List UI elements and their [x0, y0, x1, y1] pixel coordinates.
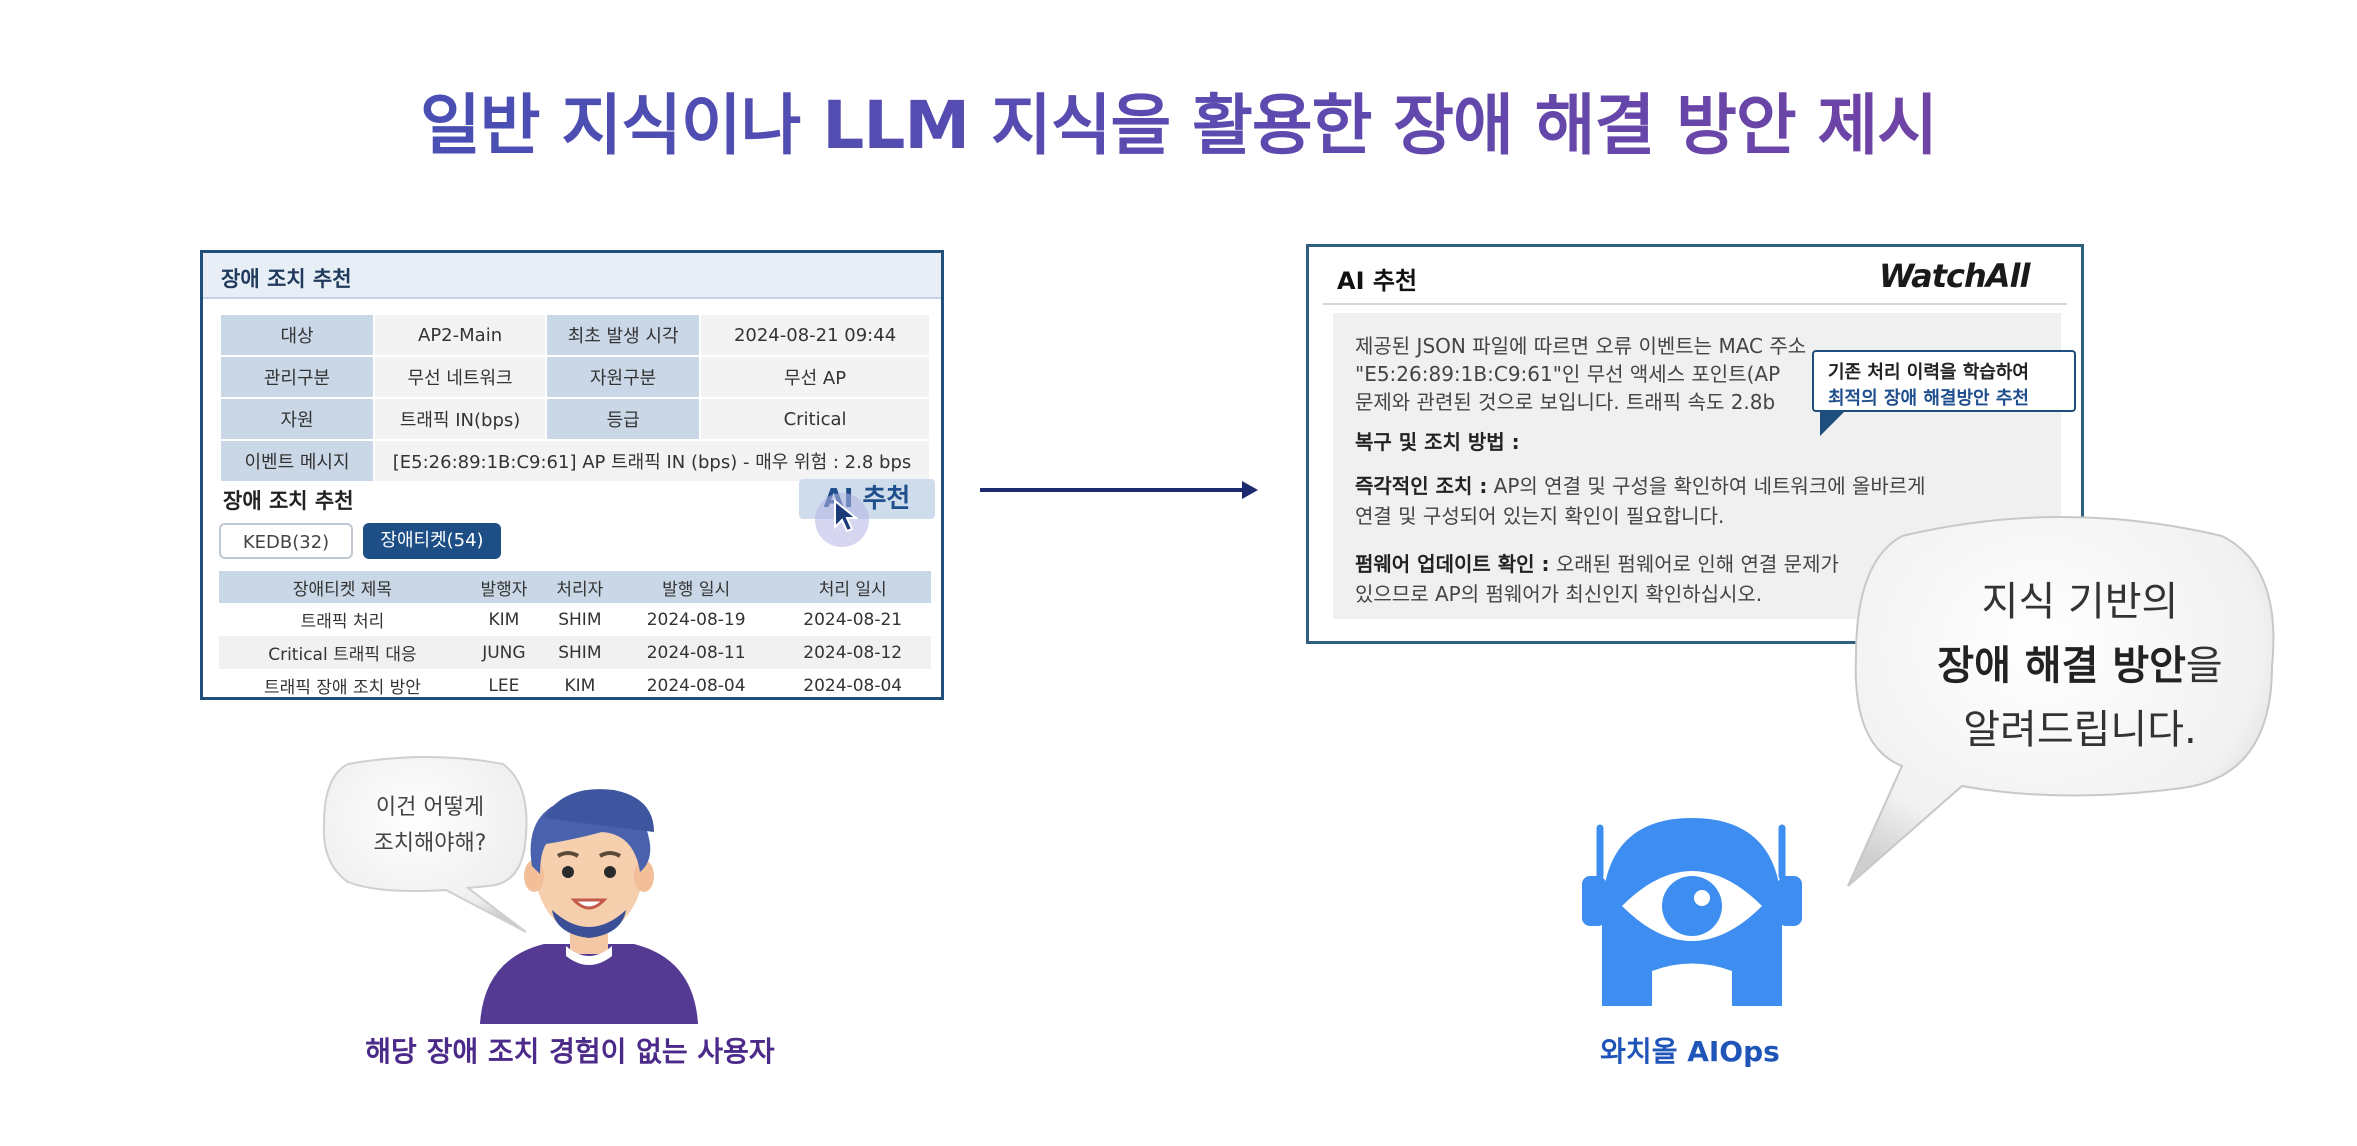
- ticket-handled-date: 2024-08-04: [803, 675, 903, 696]
- bubble-bold-text: 장애 해결 방안: [1937, 643, 2186, 689]
- tab-kedb[interactable]: KEDB(32): [219, 523, 353, 559]
- ticket-handler: SHIM: [541, 636, 618, 669]
- answer-line: 문제와 관련된 것으로 보입니다. 트래픽 속도 2.8b: [1355, 390, 1776, 414]
- bubble-line: 알려드립니다.: [1963, 707, 2197, 753]
- recovery-heading: 복구 및 조치 방법 :: [1355, 427, 1520, 457]
- column-header: 발행자: [465, 571, 542, 603]
- bubble-text: 을: [2185, 643, 2223, 689]
- user-avatar-icon: [480, 789, 698, 1024]
- info-value: 2024-08-21 09:44: [699, 313, 931, 357]
- panel-header: 장애 조치 추천: [203, 253, 941, 299]
- ticket-issued-date: 2024-08-11: [617, 636, 775, 669]
- info-label: 이벤트 메시지: [219, 439, 375, 483]
- ticket-handled-date: 2024-08-12: [774, 636, 931, 669]
- info-value: AP2-Main: [372, 313, 548, 357]
- column-header: 처리 일시: [774, 571, 931, 603]
- bubble-line: 장애 해결 방안을: [1900, 634, 2260, 698]
- table-row[interactable]: 트래픽 처리 KIM SHIM 2024-08-19 2024-08-21: [219, 603, 931, 636]
- immediate-action: 즉각적인 조치 : AP의 연결 및 구성을 확인하여 네트워크에 올바르게: [1355, 471, 1926, 501]
- ticket-title: Critical 트래픽 대응: [219, 636, 466, 669]
- table-row[interactable]: Critical 트래픽 대응 JUNG SHIM 2024-08-11 202…: [219, 636, 931, 669]
- firmware-text: 오래된 펌웨어로 인해 연결 문제가: [1549, 552, 1839, 576]
- answer-line: 제공된 JSON 파일에 따르면 오류 이벤트는 MAC 주소: [1355, 334, 1807, 358]
- info-label: 대상: [219, 313, 375, 357]
- panel-title: 장애 조치 추천: [221, 267, 352, 291]
- ticket-issuer: LEE: [488, 675, 520, 696]
- event-info-table: 대상 AP2-Main 최초 발생 시각 2024-08-21 09:44 관리…: [219, 313, 931, 483]
- tooltip-line: 최적의 장애 해결방안 추천: [1828, 388, 2029, 409]
- info-label: 관리구분: [219, 355, 375, 399]
- cursor-icon: [834, 499, 859, 533]
- watchall-logo: WatchAll: [1879, 257, 2030, 295]
- feature-tooltip: 기존 처리 이력을 학습하여 최적의 장애 해결방안 추천: [1812, 350, 2076, 412]
- answer-line: 연결 및 구성되어 있는지 확인이 필요합니다.: [1355, 504, 1725, 528]
- speech-bubble-icon: [1847, 516, 2275, 887]
- tooltip-line: 기존 처리 이력을 학습하여: [1828, 362, 2029, 383]
- incident-recommendation-panel: 장애 조치 추천 대상 AP2-Main 최초 발생 시각 2024-08-21…: [200, 250, 944, 700]
- section-heading: 장애 조치 추천: [223, 489, 354, 513]
- ai-bubble-message: 지식 기반의 장애 해결 방안을 알려드립니다.: [1900, 570, 2260, 762]
- ticket-table: 장애티켓 제목 발행자 처리자 발행 일시 처리 일시 트래픽 처리 KIM S…: [219, 571, 931, 702]
- ticket-issuer: KIM: [488, 609, 520, 630]
- ticket-issued-date: 2024-08-04: [646, 675, 746, 696]
- bubble-line: 이건 어떻게: [375, 795, 485, 820]
- tab-incident-ticket[interactable]: 장애티켓(54): [363, 523, 501, 559]
- table-row[interactable]: 트래픽 장애 조치 방안 LEE KIM 2024-08-04 2024-08-…: [219, 669, 931, 702]
- user-question: 이건 어떻게 조치해야해?: [340, 790, 520, 862]
- info-label: 자원: [219, 397, 375, 441]
- tooltip-pointer-icon: [1820, 410, 1846, 436]
- column-header: 발행 일시: [617, 571, 775, 603]
- immediate-label: 즉각적인 조치 :: [1355, 474, 1488, 498]
- ticket-issuer: JUNG: [465, 636, 542, 669]
- page-title: 일반 지식이나 LLM 지식을 활용한 장애 해결 방안 제시: [0, 72, 2357, 168]
- ticket-handler: SHIM: [558, 609, 602, 630]
- event-message-value: [E5:26:89:1B:C9:61] AP 트래픽 IN (bps) - 매우…: [373, 439, 931, 483]
- recovery-heading-text: 복구 및 조치 방법 :: [1355, 430, 1520, 454]
- info-value: 무선 AP: [699, 355, 931, 399]
- info-value: Critical: [699, 397, 931, 441]
- ticket-title: 트래픽 처리: [300, 612, 385, 632]
- bubble-line: 조치해야해?: [373, 831, 487, 856]
- answer-line: "E5:26:89:1B:C9:61"인 무선 액세스 포인트(AP: [1355, 362, 1781, 386]
- bubble-line: 지식 기반의: [1981, 579, 2179, 625]
- question-bubble-icon: [322, 756, 528, 933]
- info-value: 트래픽 IN(bps): [372, 397, 548, 441]
- table-header-row: 장애티켓 제목 발행자 처리자 발행 일시 처리 일시: [219, 571, 931, 603]
- firmware-check: 펌웨어 업데이트 확인 : 오래된 펌웨어로 인해 연결 문제가: [1355, 549, 1839, 579]
- user-label: 해당 장애 조치 경험이 없는 사용자: [365, 1035, 775, 1068]
- flow-arrow-icon: [980, 481, 1258, 499]
- firmware-label: 펌웨어 업데이트 확인 :: [1355, 552, 1550, 576]
- ticket-handler: KIM: [564, 675, 596, 696]
- aiops-robot-icon: [1582, 818, 1802, 1006]
- info-label: 최초 발생 시각: [545, 313, 702, 357]
- info-value: 무선 네트워크: [372, 355, 548, 399]
- ticket-issued-date: 2024-08-19: [646, 609, 746, 630]
- column-header: 장애티켓 제목: [219, 571, 466, 603]
- divider: [1323, 303, 2067, 305]
- panel-title: AI 추천: [1337, 267, 1418, 295]
- ticket-title: 트래픽 장애 조치 방안: [263, 678, 421, 698]
- answer-line: 있으므로 AP의 펌웨어가 최신인지 확인하십시오.: [1355, 582, 1763, 606]
- ticket-handled-date: 2024-08-21: [803, 609, 903, 630]
- column-header: 처리자: [541, 571, 618, 603]
- robot-label: 와치올 AIOps: [1600, 1035, 1780, 1068]
- info-label: 등급: [545, 397, 702, 441]
- info-label: 자원구분: [545, 355, 702, 399]
- immediate-text: AP의 연결 및 구성을 확인하여 네트워크에 올바르게: [1487, 474, 1926, 498]
